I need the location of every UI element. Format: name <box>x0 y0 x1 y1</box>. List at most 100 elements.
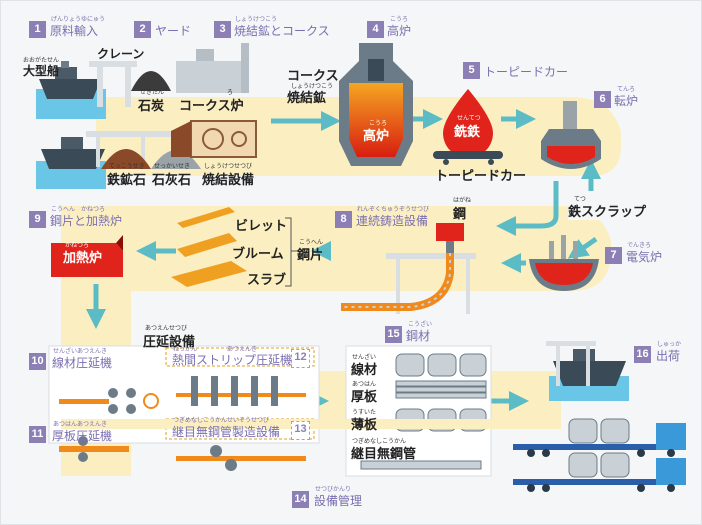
electric-furnace-icon <box>529 235 599 291</box>
sinter-plant-icon <box>171 120 257 158</box>
step-title-12: 熱間ストリップ圧延機 <box>172 353 293 367</box>
step-title-10-ruby: せんざいあつえんき <box>53 349 108 355</box>
iron-ore-ruby: てっこうせき <box>109 164 145 170</box>
plate-mill-icon <box>59 436 129 462</box>
seamless-pipe-mill-icon <box>176 445 306 471</box>
ship-big-ruby: おおがたせん <box>23 58 60 64</box>
limestone-ruby: せっかいせき <box>154 164 191 170</box>
billet-icon <box>177 207 235 228</box>
step-title-16: 出荷 <box>656 349 681 363</box>
blast-furnace-icon <box>339 43 413 166</box>
thick-plate-label: 厚板 <box>351 389 378 404</box>
step-title-14-ruby: せつびかんり <box>315 487 352 493</box>
wire-rod-mill-icon <box>59 388 159 414</box>
step-number-6: 6 <box>594 91 611 108</box>
shipping-crane-icon <box>546 341 596 386</box>
torpedo-car-icon <box>433 151 503 165</box>
iron-scrap-ruby: てつ <box>574 197 586 203</box>
wire-rod-ruby: せんざい <box>352 355 377 361</box>
wire-rod-coils-icon <box>395 353 487 377</box>
step-title-6-ruby: てんろ <box>617 87 636 93</box>
step-title-4: 高炉 <box>387 24 412 38</box>
step-number-12: 12 <box>291 349 310 368</box>
step-number-13: 13 <box>291 421 310 440</box>
coke-label: コークス <box>287 68 339 83</box>
step-number-7: 7 <box>605 247 622 264</box>
truck-top-icon <box>513 418 686 457</box>
step-title-9-ruby: こうへん かねつろ <box>51 207 106 213</box>
limestone-label: 石灰石 <box>152 172 192 187</box>
thick-plate-stack-icon <box>395 380 487 399</box>
pig-iron-drop-icon <box>443 89 493 158</box>
step-title-12-ruby: ねっかん あつえんき <box>173 347 258 353</box>
ship-icon-bottom <box>36 137 106 189</box>
steel-piece-bracket <box>285 217 297 287</box>
step-title-8: 連続鋳造設備 <box>356 214 429 228</box>
thin-plate-ruby: うすいた <box>352 410 377 416</box>
sinter-plant-label: 焼結設備 <box>202 172 255 187</box>
maintenance-band <box>61 419 561 429</box>
coke-oven-icon <box>176 43 249 93</box>
bloom-icon <box>177 233 237 257</box>
coke-oven-ruby: ろ <box>227 90 234 96</box>
steel-piece-label: 鋼片 <box>297 247 324 262</box>
seamless-pipe-ruby: つぎめなしこうかん <box>352 439 407 445</box>
sinter-plant-ruby: しょうけつせつび <box>204 164 253 170</box>
heating-furnace-ruby: かねつろ <box>65 243 90 249</box>
coke-oven-label: コークス炉 <box>179 98 244 113</box>
step-title-13-ruby: つぎめなしこうかんせいぞうせつび <box>173 418 270 424</box>
step-title-10: 線材圧延機 <box>52 356 113 370</box>
rolling-ruby: あつえんせつび <box>145 326 188 332</box>
crane-icon <box>89 61 137 107</box>
slab-label: スラブ <box>247 272 287 287</box>
truck-bottom-icon <box>513 452 686 492</box>
step-title-14: 設備管理 <box>314 494 363 508</box>
step-title-1-ruby: げんりょうゆにゅう <box>51 17 106 23</box>
blast-furnace-ruby: こうろ <box>369 121 388 127</box>
coal-pile-icon <box>131 71 171 91</box>
step-title-9: 鋼片と加熱炉 <box>50 214 123 228</box>
slab-icon <box>171 261 247 287</box>
iron-ore-pile-icon <box>101 149 151 169</box>
step-title-13: 継目無鋼管製造設備 <box>172 425 281 439</box>
step-number-9: 9 <box>29 211 46 228</box>
step-number-1: 1 <box>29 21 46 38</box>
bloom-label: ブルーム <box>232 246 284 261</box>
step-title-3-ruby: しょうけつこう <box>235 17 278 23</box>
hot-strip-mill-icon <box>176 376 306 406</box>
hot-strip-box <box>165 347 315 367</box>
step-title-7: 電気炉 <box>626 250 663 264</box>
coal-ruby: せきたん <box>140 90 165 96</box>
step-title-5: トーピードカー <box>484 65 569 79</box>
ship-big-label: 大型船 <box>23 64 60 78</box>
wire-rod-label: 線材 <box>351 362 378 377</box>
pig-iron-ruby: せんてつ <box>457 116 481 122</box>
crane-label: クレーン <box>97 47 145 61</box>
step-title-4-ruby: こうろ <box>390 17 409 23</box>
step-number-4: 4 <box>367 21 384 38</box>
step-number-2: 2 <box>134 21 151 38</box>
sinter-ore-ruby: しょうけつこう <box>291 84 334 90</box>
steel-label: 鋼 <box>453 206 467 221</box>
step-title-7-ruby: でんきろ <box>627 243 652 249</box>
pipe-bundle-icon <box>360 460 482 470</box>
step-title-15: 鋼材 <box>406 329 431 343</box>
step-title-15-ruby: こうざい <box>408 322 433 328</box>
conveyor-icon <box>86 131 171 167</box>
converter-icon <box>541 101 601 169</box>
arrow-converter-to-caster <box>496 181 559 236</box>
iron-scrap-label: 鉄スクラップ <box>568 201 647 220</box>
step-title-6: 転炉 <box>614 94 639 108</box>
iron-ore-label: 鉄鉱石 <box>107 172 147 187</box>
step-number-16: 16 <box>634 346 651 363</box>
seamless-pipe-label: 継目無鋼管 <box>351 446 417 461</box>
heating-furnace-label: 加熱炉 <box>63 250 103 265</box>
thick-plate-ruby: あつはん <box>352 382 377 388</box>
billet-label: ビレット <box>235 218 288 233</box>
arrow-scrap-to-eaf <box>567 236 598 259</box>
step-number-5: 5 <box>463 62 480 79</box>
pig-iron-label: 銑鉄 <box>454 124 481 139</box>
heating-furnace-icon <box>51 235 123 277</box>
